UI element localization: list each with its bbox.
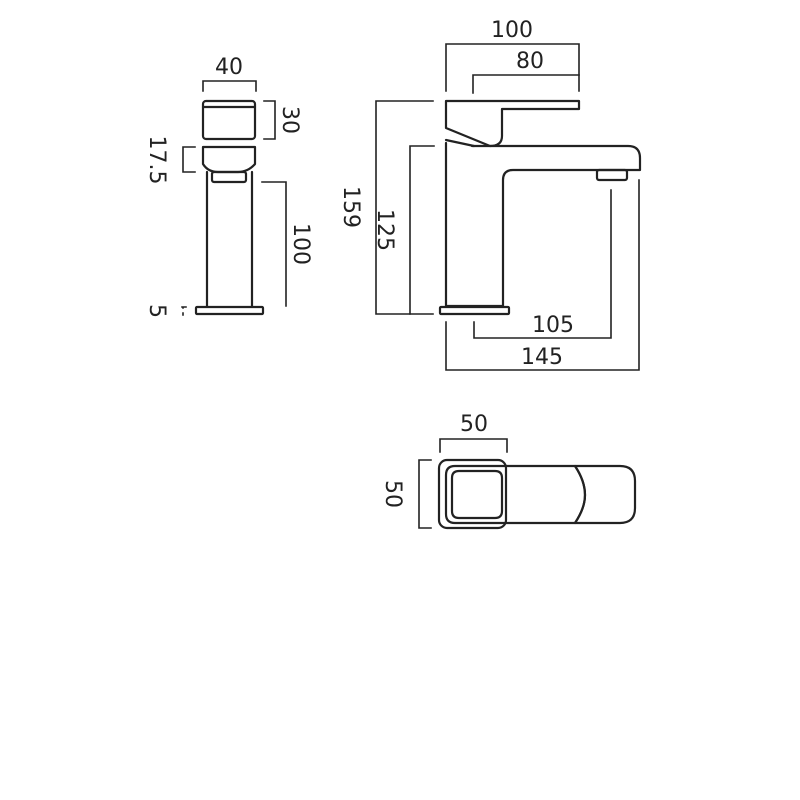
dim-front-overall-height-label: 159 [338,186,363,228]
dim-front-lever-length-line [445,43,580,92]
side-lever [201,99,257,141]
side-base [194,305,265,316]
dim-side-base-label: 5 [144,304,169,318]
dim-front-overall-length-line [445,179,640,371]
side-view: 40 30 17.5 100 5 [144,55,313,318]
dim-front-overall-length-label: 145 [521,345,563,370]
dim-side-lever-height-label: 30 [277,106,302,134]
dim-front-lever-reach-label: 80 [516,49,544,74]
dim-front-spout-height-line [409,145,435,315]
front-view: 100 80 159 125 105 145 [338,18,642,371]
dim-top-width-label: 50 [460,412,488,437]
dim-front-outlet-projection-label: 105 [532,313,574,338]
dim-side-lever-height-line [263,100,276,140]
side-body [205,170,254,308]
top-body-outer [437,458,508,530]
dim-side-width-line [202,80,257,92]
dim-side-lever-gap-line [182,146,196,173]
front-lever [444,99,581,148]
dim-top-width-line [439,438,508,453]
dim-front-spout-height-label: 125 [372,209,397,251]
front-body [444,141,642,308]
top-lever [444,464,587,525]
front-outlet [595,168,629,182]
dim-front-lever-length-label: 100 [491,18,533,43]
dim-side-base-line [181,306,187,316]
side-lever-joint [201,145,257,174]
front-base [438,305,511,316]
dim-top-depth-line [418,459,432,529]
dim-top-depth-label: 50 [380,480,405,508]
dim-side-width-label: 40 [215,55,243,80]
dim-front-outlet-projection-line [473,189,612,339]
top-view: 50 50 [380,412,637,530]
dim-side-body-height-label: 100 [288,223,313,265]
dim-front-overall-height-line [375,100,434,315]
dim-side-lever-gap-label: 17.5 [144,136,169,185]
dim-front-lever-reach-line [472,74,580,94]
side-outlet [210,170,248,184]
dim-side-body-height-line [261,181,287,307]
top-lever-inner [450,469,504,520]
